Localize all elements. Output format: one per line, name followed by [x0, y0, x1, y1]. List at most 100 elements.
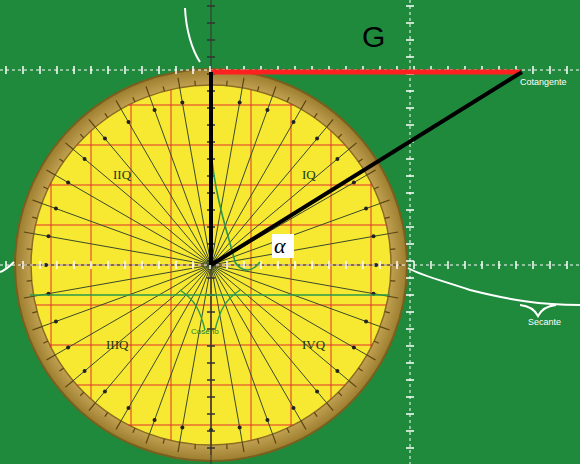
axis-tick: [56, 66, 58, 74]
axis-tick: [379, 261, 381, 269]
radial-line: [180, 265, 211, 442]
quadrant-label: IIIQ: [106, 338, 128, 351]
ring-dot: [127, 406, 131, 410]
axis-tick: [124, 261, 126, 269]
ring-tick: [242, 78, 244, 88]
ring-dot: [292, 120, 296, 124]
ring-tick: [89, 403, 95, 411]
axis-tick: [207, 39, 215, 41]
ring-tick: [65, 381, 73, 387]
axis-tick: [549, 66, 551, 74]
axis-tick: [406, 430, 414, 432]
ring-tick: [163, 86, 164, 91]
axis-tick: [207, 430, 215, 432]
axis-tick: [406, 260, 414, 262]
axis-tick: [406, 362, 414, 364]
axis-tick: [207, 345, 215, 347]
axis-tick: [22, 66, 24, 74]
ring-tick: [89, 119, 95, 127]
axis-tick: [107, 261, 109, 269]
axis-tick: [481, 261, 483, 269]
ring-dot: [66, 346, 70, 350]
axis-tick: [56, 261, 58, 269]
axis-tick: [141, 66, 143, 74]
axis-tick: [192, 66, 194, 74]
ring-tick: [116, 421, 121, 430]
ring-dot: [315, 137, 319, 141]
ring-tick: [380, 200, 389, 203]
ring-tick: [32, 327, 41, 330]
axis-tick: [5, 66, 7, 74]
axis-tick: [294, 261, 296, 269]
ring-tick: [146, 86, 149, 95]
ring-dot: [54, 319, 58, 323]
axis-tick: [515, 261, 517, 269]
ring-dot: [54, 207, 58, 211]
ring-tick: [388, 296, 398, 298]
axis-tick: [158, 66, 160, 74]
axis-tick: [406, 345, 414, 347]
function-label: Coseno: [191, 328, 219, 336]
ring-dot: [352, 181, 356, 185]
axis: [0, 265, 580, 266]
axis-tick: [406, 379, 414, 381]
ring-dot: [238, 425, 242, 429]
ring-dot: [180, 425, 184, 429]
axis-tick: [345, 261, 347, 269]
axis-tick: [158, 261, 160, 269]
axis-tick: [39, 261, 41, 269]
axis-tick: [175, 261, 177, 269]
ring-tick: [314, 113, 317, 117]
ring-tick: [273, 434, 276, 443]
axis-tick: [406, 175, 414, 177]
ring-tick: [178, 78, 180, 88]
axis-tick: [396, 261, 398, 269]
axis-tick: [464, 261, 466, 269]
axis-tick: [430, 261, 432, 269]
grid-line: [91, 131, 92, 399]
ring-tick: [226, 81, 228, 86]
axis-tick: [447, 261, 449, 269]
ring-tick: [43, 187, 48, 189]
ring-dot: [83, 157, 87, 161]
axis-tick: [406, 226, 414, 228]
ring-tick: [80, 392, 84, 396]
axis-tick: [406, 22, 414, 24]
axis-tick: [175, 66, 177, 74]
green-curve: [30, 290, 390, 330]
radial-line: [211, 265, 349, 381]
ring-dot: [371, 234, 375, 238]
quadrant-label: IQ: [302, 168, 316, 181]
axis-tick: [532, 261, 534, 269]
ring-tick: [24, 232, 34, 234]
ring-tick: [390, 248, 395, 250]
ring-tick: [116, 100, 121, 109]
ring-tick: [32, 217, 37, 218]
ring-tick: [380, 327, 389, 330]
secant-curve: [0, 262, 14, 272]
ring-tick: [27, 248, 32, 250]
alpha-patch: [272, 234, 294, 258]
ring-tick: [327, 119, 333, 127]
ring-tick: [385, 217, 390, 218]
ring-tick: [194, 81, 196, 86]
ring-tick: [226, 444, 228, 449]
ring-tick: [258, 86, 259, 91]
cotangent-segment: [211, 70, 522, 75]
vertical-segment: [209, 72, 213, 265]
ring-dot: [315, 389, 319, 393]
ring-dot: [153, 108, 157, 112]
ring-dot: [265, 418, 269, 422]
axis-tick: [22, 261, 24, 269]
ring-tick: [32, 312, 37, 313]
ring-tick: [133, 428, 135, 433]
axis-tick: [406, 5, 414, 7]
ring-tick: [59, 159, 63, 162]
axis-tick: [207, 396, 215, 398]
ring-tick: [358, 368, 362, 371]
axis-tick: [328, 261, 330, 269]
ring-tick: [46, 170, 55, 175]
